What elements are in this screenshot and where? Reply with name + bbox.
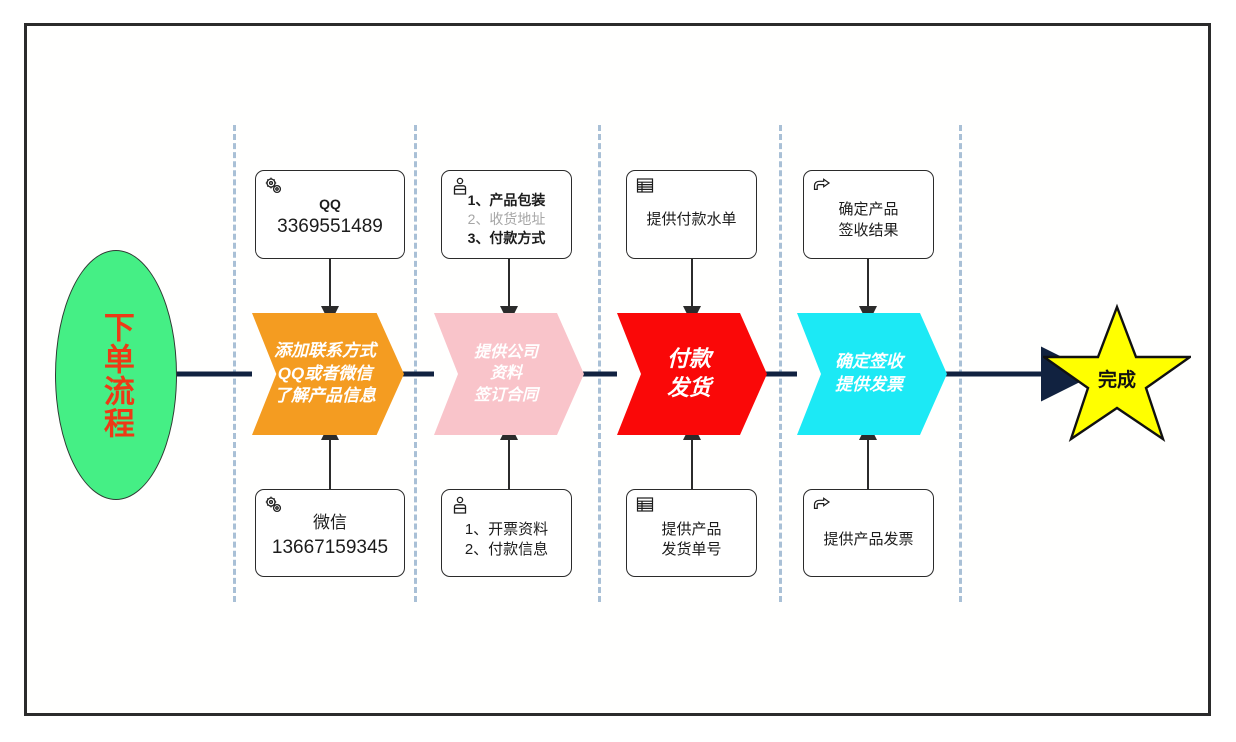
note-stage-4-bottom[interactable]: 提供产品发票 [803,489,934,577]
pointing-hand-icon [811,176,833,196]
chevron-stage-3[interactable]: 付款 发货 [617,313,767,435]
start-node[interactable]: 下单流程 [55,250,177,500]
person-bag-icon [449,176,471,196]
note-stage-4-top[interactable]: 确定产品 签收结果 [803,170,934,259]
column-separator-2 [414,125,417,602]
chevron-line: 发货 [666,375,711,400]
note-line: 提供产品发票 [823,530,914,548]
chevron-line: 签订合同 [473,386,538,404]
chevron-line: 提供发票 [835,375,903,394]
note-stage-2-bottom[interactable]: 1、开票资料 2、付款信息 [441,489,572,577]
note-stage-3-bottom[interactable]: 提供产品 发货单号 [626,489,757,577]
end-node-label: 完成 [1097,370,1136,391]
note-line: 微信 [313,512,347,532]
document-list-icon [634,495,656,515]
star-icon [1043,303,1191,442]
document-list-icon [634,176,656,196]
end-node[interactable]: 完成 [1043,303,1191,443]
chevron-line: 提供公司 [473,343,538,361]
note-line: 1、开票资料 [464,520,549,538]
chevron-line: QQ或者微信 [277,363,373,383]
chevron-stage-2[interactable]: 提供公司 资料 签订合同 [434,313,584,435]
note-line: 提供付款水单 [646,211,737,229]
pointing-hand-icon [811,495,833,515]
person-bag-icon [449,495,471,515]
chevron-line: 了解产品信息 [274,386,376,406]
chevron-line: 确定签收 [835,352,903,372]
note-line: 2、付款信息 [464,541,549,558]
note-stage-1-top[interactable]: QQ 3369551489 [255,170,405,259]
note-stage-1-bottom[interactable]: 微信 13667159345 [255,489,405,577]
gears-icon [263,495,285,515]
chevron-stage-1[interactable]: 添加联系方式 QQ或者微信 了解产品信息 [252,313,404,435]
column-separator-4 [779,125,782,602]
note-line: 3、付款方式 [467,229,546,246]
column-separator-1 [233,125,236,602]
chevron-stage-4[interactable]: 确定签收 提供发票 [797,313,947,435]
column-separator-5 [959,125,962,602]
note-line: 2、收货地址 [467,211,546,228]
note-stage-2-top[interactable]: 1、产品包装 2、收货地址 3、付款方式 [441,170,572,259]
note-line: 3369551489 [277,216,383,238]
diagram-frame [24,23,1211,716]
note-line: 发货单号 [661,541,722,558]
note-stage-3-top[interactable]: 提供付款水单 [626,170,757,259]
chevron-line: 资料 [489,365,522,383]
note-line: 提供产品 [661,520,722,538]
note-line: 1、产品包装 [467,192,546,209]
note-line: 13667159345 [271,536,389,558]
chevron-line: 添加联系方式 [274,340,376,360]
column-separator-3 [598,125,601,602]
note-line: 确定产品 [838,201,899,219]
note-line: 签收结果 [838,221,899,239]
gears-icon [263,176,285,196]
start-node-label: 下单流程 [98,311,134,439]
chevron-line: 付款 [666,346,711,372]
note-line: QQ [319,196,341,213]
